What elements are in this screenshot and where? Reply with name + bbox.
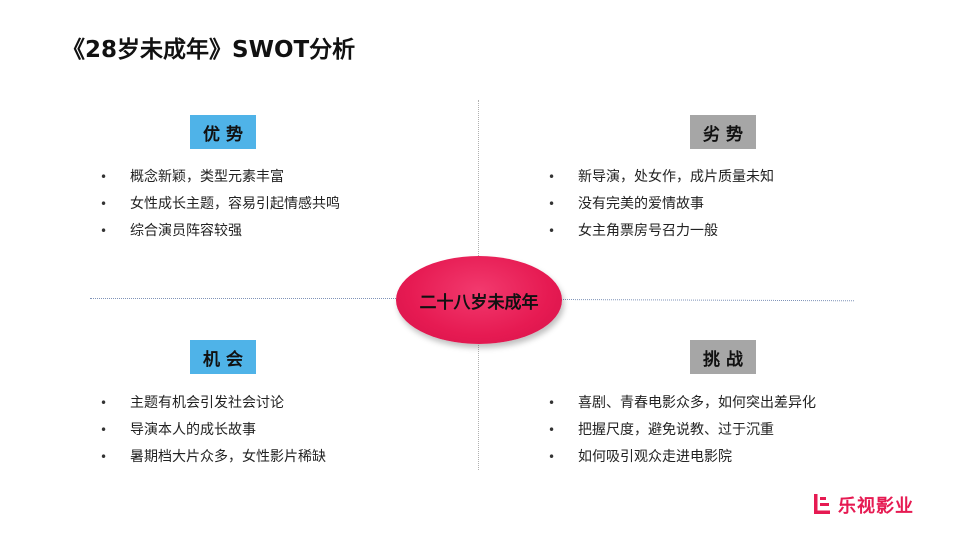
strengths-badge: 优势: [190, 115, 256, 149]
logo-text: 乐视影业: [838, 496, 914, 517]
threats-list: 喜剧、青春电影众多，如何突出差异化 把握尺度，避免说教、过于沉重 如何吸引观众走…: [548, 394, 816, 475]
weaknesses-list: 新导演，处女作，成片质量未知 没有完美的爱情故事 女主角票房号召力一般: [548, 168, 774, 249]
list-item: 新导演，处女作，成片质量未知: [548, 168, 774, 195]
strengths-list: 概念新颖，类型元素丰富 女性成长主题，容易引起情感共鸣 综合演员阵容较强: [100, 168, 340, 249]
letv-logo-icon: [814, 494, 830, 514]
weaknesses-badge: 劣势: [690, 115, 756, 149]
horizontal-divider-left: [90, 298, 410, 299]
list-item: 如何吸引观众走进电影院: [548, 448, 816, 475]
opportunities-list: 主题有机会引发社会讨论 导演本人的成长故事 暑期档大片众多，女性影片稀缺: [100, 394, 326, 475]
center-topic-ellipse: 二十八岁未成年: [396, 256, 562, 344]
list-item: 导演本人的成长故事: [100, 421, 326, 448]
list-item: 女性成长主题，容易引起情感共鸣: [100, 195, 340, 222]
list-item: 把握尺度，避免说教、过于沉重: [548, 421, 816, 448]
opportunities-badge: 机会: [190, 340, 256, 374]
list-item: 喜剧、青春电影众多，如何突出差异化: [548, 394, 816, 421]
center-topic-label: 二十八岁未成年: [419, 292, 539, 313]
company-logo: 乐视影业: [812, 490, 914, 520]
list-item: 没有完美的爱情故事: [548, 195, 774, 222]
list-item: 综合演员阵容较强: [100, 222, 340, 249]
list-item: 暑期档大片众多，女性影片稀缺: [100, 448, 326, 475]
page-title: 《28岁未成年》SWOT分析: [62, 37, 356, 63]
horizontal-divider-right: [559, 299, 854, 302]
list-item: 女主角票房号召力一般: [548, 222, 774, 249]
list-item: 概念新颖，类型元素丰富: [100, 168, 340, 195]
threats-badge: 挑战: [690, 340, 756, 374]
list-item: 主题有机会引发社会讨论: [100, 394, 326, 421]
